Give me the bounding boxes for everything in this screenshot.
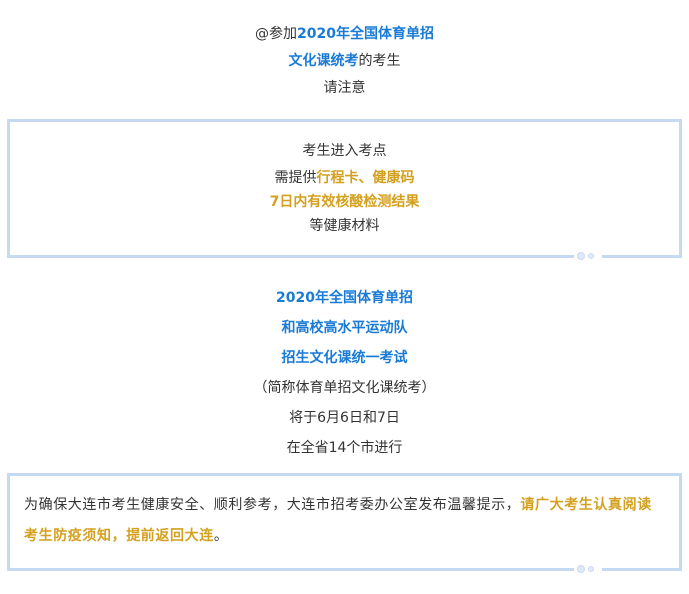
exam-line-6: 在全省14个市进行 bbox=[286, 440, 403, 456]
notice-dot-small-icon bbox=[588, 566, 594, 572]
intro-examinee: 的考生 bbox=[358, 53, 401, 69]
notice-dot-icon bbox=[577, 565, 585, 573]
health-materials-box bbox=[7, 119, 682, 258]
box1-required-codes: 行程卡、健康码 bbox=[316, 170, 415, 186]
notice-plain-text: 为确保大连市考生健康安全、顺利参考，大连市招考委办公室发布温馨提示， bbox=[24, 497, 521, 513]
box-dot-icon bbox=[577, 252, 585, 260]
box1-line-4: 等健康材料 bbox=[0, 216, 689, 236]
notice-box bbox=[7, 473, 682, 571]
exam-line-2: 和高校高水平运动队 bbox=[281, 320, 408, 336]
intro-mention: @参加 bbox=[255, 26, 298, 42]
box1-enter-venue: 考生进入考点 bbox=[302, 143, 387, 159]
box1-line-1: 考生进入考点 bbox=[0, 141, 689, 161]
box1-line-3: 7日内有效核酸检测结果 bbox=[0, 192, 689, 212]
intro-line-1: @参加2020年全国体育单招 bbox=[0, 24, 689, 44]
exam-line-3: 招生文化课统一考试 bbox=[281, 350, 408, 366]
notice-end-punct: 。 bbox=[213, 528, 229, 544]
box1-test-result: 7日内有效核酸检测结果 bbox=[269, 194, 420, 210]
box1-provide: 需提供 bbox=[274, 170, 317, 186]
exam-line-4: （简称体育单招文化课统考） bbox=[253, 380, 436, 396]
box-dot-small-icon bbox=[588, 253, 594, 259]
box1-other-materials: 等健康材料 bbox=[309, 218, 380, 234]
notice-highlight-text: 请广大考生认真阅读考生防疫须知，提前返回大连 bbox=[24, 497, 652, 544]
intro-exam-name: 2020年全国体育单招 bbox=[297, 26, 434, 42]
exam-line-1: 2020年全国体育单招 bbox=[276, 290, 413, 306]
box1-line-2: 需提供行程卡、健康码 bbox=[0, 168, 689, 188]
intro-attention: 请注意 bbox=[323, 80, 366, 96]
intro-line-2: 文化课统考的考生 bbox=[0, 51, 689, 71]
exam-line-5: 将于6月6日和7日 bbox=[289, 410, 400, 426]
intro-line-3: 请注意 bbox=[0, 78, 689, 98]
intro-exam-subject: 文化课统考 bbox=[288, 53, 359, 69]
notice-paragraph: 为确保大连市考生健康安全、顺利参考，大连市招考委办公室发布温馨提示，请广大考生认… bbox=[24, 490, 666, 552]
